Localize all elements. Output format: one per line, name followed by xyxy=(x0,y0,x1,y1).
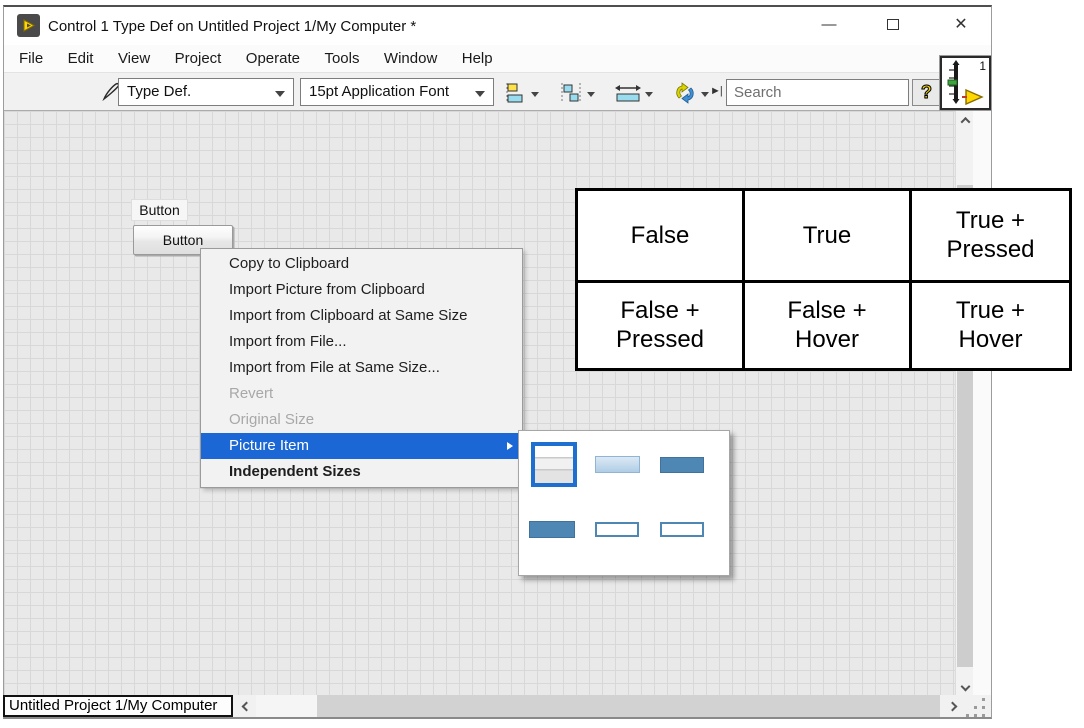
menu-tools[interactable]: Tools xyxy=(324,50,360,67)
horizontal-scrollbar-thumb[interactable] xyxy=(317,695,940,717)
chevron-right-icon xyxy=(947,701,957,711)
chevron-down-icon xyxy=(275,91,285,97)
type-def-value: Type Def. xyxy=(127,83,192,100)
chevron-down-icon xyxy=(701,91,709,97)
menu-edit[interactable]: Edit xyxy=(67,50,94,67)
context-menu-item-import-from-file-same-size[interactable]: Import from File at Same Size... xyxy=(229,359,440,376)
labview-app-icon xyxy=(17,14,40,37)
align-objects-icon xyxy=(506,83,523,103)
distribute-objects-button[interactable] xyxy=(558,81,595,105)
align-objects-button[interactable] xyxy=(502,81,539,105)
chevron-left-icon xyxy=(241,701,251,711)
chevron-down-icon xyxy=(645,91,653,97)
decal-normal-preview xyxy=(535,446,573,483)
horizontal-scrollbar[interactable] xyxy=(256,695,940,717)
close-button[interactable]: ✕ xyxy=(938,7,984,41)
menu-view[interactable]: View xyxy=(117,50,151,67)
toolbar-expand-icon[interactable]: ►| xyxy=(710,85,723,97)
scroll-down-button[interactable] xyxy=(956,677,974,695)
search-input[interactable] xyxy=(727,84,933,101)
maximize-icon xyxy=(887,18,899,30)
font-value: 15pt Application Font xyxy=(309,83,450,100)
button-states-annotation-table: False True True + Pressed False + Presse… xyxy=(575,188,1072,371)
title-bar: Control 1 Type Def on Untitled Project 1… xyxy=(4,7,991,45)
menu-file[interactable]: File xyxy=(19,50,44,67)
resize-objects-button[interactable] xyxy=(614,81,653,105)
minimize-button[interactable]: — xyxy=(806,7,852,41)
button-control-label[interactable]: Button xyxy=(131,199,188,221)
submenu-arrow-icon xyxy=(507,442,513,450)
slider-control-icon xyxy=(947,60,984,106)
context-menu-item-revert: Revert xyxy=(229,385,274,402)
scroll-right-button[interactable] xyxy=(942,695,962,717)
decal-outline-a[interactable] xyxy=(595,522,639,537)
context-menu: Copy to Clipboard Import Picture from Cl… xyxy=(200,248,523,488)
decal-true-solid[interactable] xyxy=(529,521,575,538)
table-cell-true: True xyxy=(742,191,909,280)
table-cell-true-pressed: True + Pressed xyxy=(909,191,1069,280)
help-icon: ? xyxy=(921,82,933,103)
decal-normal-selected[interactable] xyxy=(531,442,577,487)
decal-hover-gradient[interactable] xyxy=(595,456,640,473)
font-selector[interactable]: 15pt Application Font xyxy=(300,78,494,106)
project-path-box[interactable]: Untitled Project 1/My Computer xyxy=(3,695,233,717)
context-menu-item-import-from-clipboard-same-size[interactable]: Import from Clipboard at Same Size xyxy=(229,307,468,324)
table-cell-false-hover: False + Hover xyxy=(742,279,909,368)
close-icon: ✕ xyxy=(954,16,968,33)
chevron-down-icon xyxy=(531,91,539,97)
decal-outline-b[interactable] xyxy=(660,522,704,537)
scroll-left-button[interactable] xyxy=(236,695,256,717)
window-title: Control 1 Type Def on Untitled Project 1… xyxy=(48,18,417,35)
context-menu-item-independent-sizes[interactable]: Independent Sizes xyxy=(229,463,361,480)
context-menu-item-copy-to-clipboard[interactable]: Copy to Clipboard xyxy=(229,255,350,272)
menu-bar: File Edit View Project Operate Tools Win… xyxy=(4,45,991,73)
scroll-up-button[interactable] xyxy=(956,111,974,129)
menu-help[interactable]: Help xyxy=(461,50,493,67)
context-menu-item-picture-item[interactable]: Picture Item xyxy=(201,433,522,459)
status-bar: Untitled Project 1/My Computer xyxy=(3,695,991,717)
chevron-down-icon xyxy=(475,91,485,97)
control-number-badge: 1 xyxy=(979,59,986,73)
chevron-down-icon xyxy=(960,681,970,691)
search-box[interactable] xyxy=(726,79,933,106)
resize-objects-icon xyxy=(615,85,641,102)
context-menu-item-import-picture-from-clipboard[interactable]: Import Picture from Clipboard xyxy=(229,281,425,298)
type-def-selector[interactable]: Type Def. xyxy=(118,78,294,106)
resize-grip[interactable] xyxy=(966,698,988,717)
reorder-icon xyxy=(676,82,694,104)
minimize-icon: — xyxy=(821,15,837,33)
context-menu-item-original-size: Original Size xyxy=(229,411,315,428)
menu-project[interactable]: Project xyxy=(174,50,222,67)
chevron-up-icon xyxy=(960,116,970,127)
table-cell-false-pressed: False + Pressed xyxy=(578,279,742,369)
menu-window[interactable]: Window xyxy=(383,50,438,67)
button-control[interactable]: Button xyxy=(133,225,233,255)
menu-operate[interactable]: Operate xyxy=(245,50,300,67)
reorder-button[interactable] xyxy=(672,81,709,105)
help-button[interactable]: ? xyxy=(912,79,941,106)
edited-control-panel: 1 xyxy=(939,55,992,111)
picture-item-submenu xyxy=(518,430,730,576)
context-menu-item-import-from-file[interactable]: Import from File... xyxy=(229,333,347,350)
table-cell-true-hover: True + Hover xyxy=(909,279,1069,368)
table-cell-false: False xyxy=(630,221,690,249)
distribute-objects-icon xyxy=(561,83,581,103)
chevron-down-icon xyxy=(587,91,595,97)
decal-pressed-solid[interactable] xyxy=(660,457,704,473)
toolbar: Type Def. 15pt Application Font xyxy=(4,73,991,111)
maximize-button[interactable] xyxy=(870,7,916,41)
